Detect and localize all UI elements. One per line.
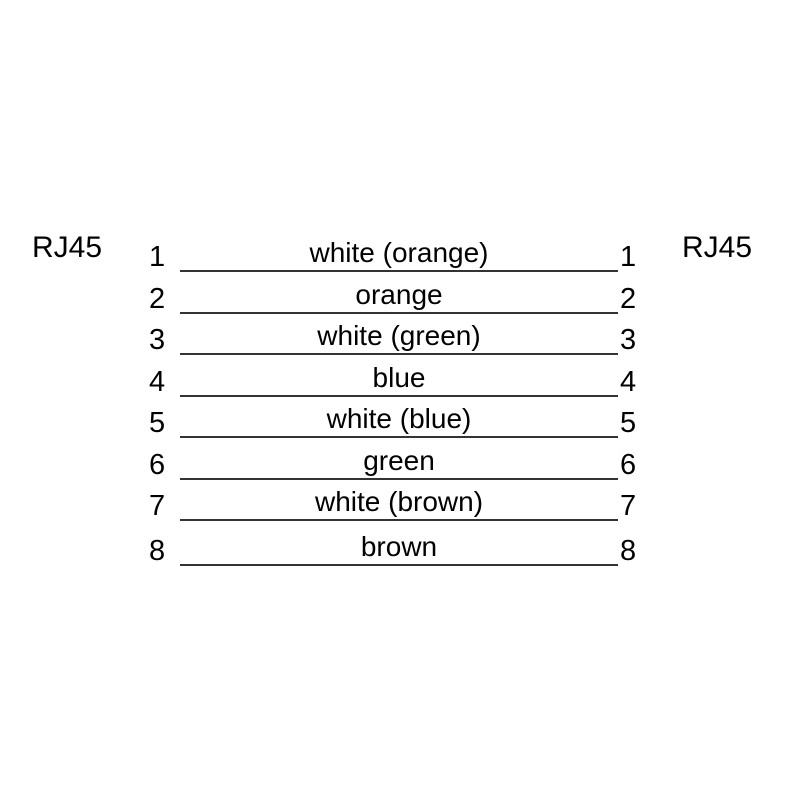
wire-line — [180, 477, 618, 480]
wire-line — [180, 270, 618, 272]
right-pin-number: 7 — [620, 490, 637, 522]
wire-line — [180, 564, 618, 566]
left-pin-number: 5 — [149, 407, 166, 439]
wire-color-label: brown — [360, 531, 438, 562]
right-connector-label: RJ45 — [682, 231, 753, 264]
wire-color-label: white (orange) — [309, 237, 489, 268]
wire-line — [180, 436, 618, 438]
right-pin-number: 2 — [620, 282, 637, 315]
right-pin-number: 5 — [620, 407, 637, 439]
left-pin-number: 1 — [149, 241, 166, 273]
right-pin-number: 4 — [620, 365, 637, 398]
right-pin-number: 3 — [620, 324, 637, 356]
wire-line — [180, 394, 618, 397]
wire-color-label: green — [363, 444, 435, 476]
right-pin-number: 6 — [620, 448, 637, 481]
wire-color-label: white (blue) — [326, 403, 472, 434]
wire-row: white (orange) 1 1 — [0, 230, 800, 272]
left-pin-number: 2 — [149, 282, 166, 315]
wire-color-label: blue — [372, 361, 426, 393]
right-pin-number: 1 — [620, 241, 637, 273]
wire-line — [180, 311, 618, 314]
wire-line — [180, 353, 618, 355]
wire-color-label: white (green) — [317, 320, 481, 351]
left-connector-label: RJ45 — [32, 231, 103, 264]
wire-line — [180, 519, 618, 521]
wire-row: white (brown) 7 7 — [0, 479, 800, 521]
wire-row: green 6 6 — [0, 438, 800, 480]
wire-row: white (green) 3 3 — [0, 313, 800, 355]
left-pin-number: 6 — [149, 448, 166, 481]
wire-row: orange 2 2 — [0, 272, 800, 314]
wire-color-label: orange — [355, 278, 443, 310]
left-pin-number: 3 — [149, 324, 166, 356]
left-pin-number: 7 — [149, 490, 166, 522]
wire-row: white (blue) 5 5 — [0, 396, 800, 438]
wire-row: blue 4 4 — [0, 355, 800, 397]
wire-row: brown 8 8 — [0, 524, 800, 566]
left-pin-number: 4 — [149, 365, 166, 398]
wire-color-label: white (brown) — [314, 486, 484, 517]
right-pin-number: 8 — [620, 535, 637, 567]
left-pin-number: 8 — [149, 535, 166, 567]
